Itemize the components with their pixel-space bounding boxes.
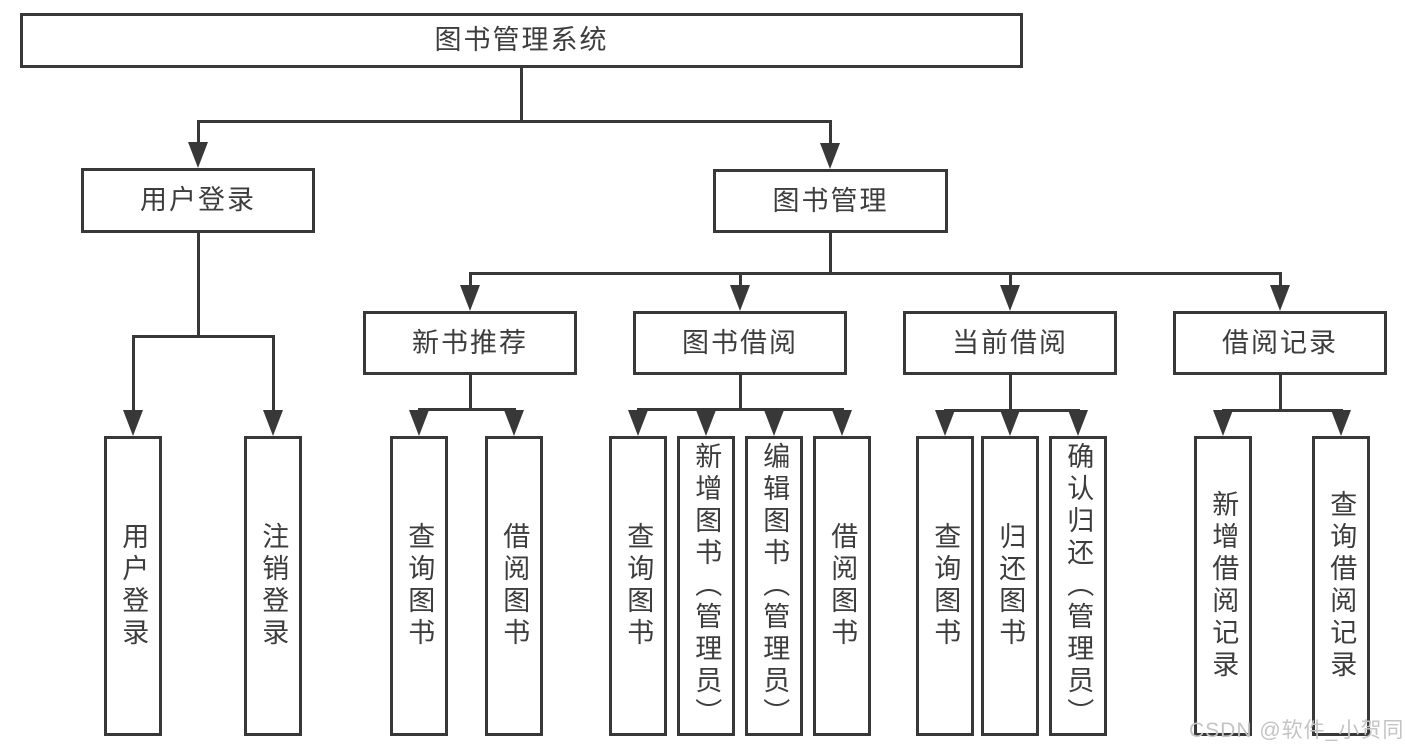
arrowhead xyxy=(1331,410,1351,436)
leaf-bb-edit-books-admin: 编辑图书（管理员） xyxy=(745,436,803,736)
arrowhead xyxy=(1068,410,1088,436)
arrowhead xyxy=(628,410,648,436)
arrowhead xyxy=(188,142,208,168)
leaf-cb-return-books: 归还图书 xyxy=(981,436,1039,736)
connector-current-borrow-stem xyxy=(1009,375,1012,412)
node-current-borrow: 当前借阅 xyxy=(903,311,1117,375)
connector-root-stem xyxy=(520,68,523,122)
connector-new-book-rec-split xyxy=(418,408,516,411)
arrowhead xyxy=(1270,285,1290,311)
leaf-bb-borrow-books: 借阅图书 xyxy=(813,436,871,736)
arrowhead xyxy=(764,410,784,436)
connector-new-book-rec-stem xyxy=(469,375,472,411)
connector-user-login-stem xyxy=(197,232,200,338)
leaf-logout: 注销登录 xyxy=(244,436,302,736)
leaf-bb-query-books: 查询图书 xyxy=(609,436,667,736)
connector-stem xyxy=(272,335,275,412)
connector-user-login-split xyxy=(132,335,275,338)
connector-book-mgmt-stem xyxy=(829,233,832,275)
connector-stem xyxy=(739,272,742,287)
arrowhead xyxy=(460,285,480,311)
leaf-rec-query-books: 查询图书 xyxy=(390,436,448,736)
connector-stem xyxy=(132,335,135,412)
connector-stem xyxy=(829,120,832,146)
leaf-cb-query-books: 查询图书 xyxy=(916,436,974,736)
arrowhead xyxy=(696,410,716,436)
arrowhead xyxy=(263,410,283,436)
arrowhead xyxy=(1213,410,1233,436)
arrowhead xyxy=(504,410,524,436)
arrowhead xyxy=(730,285,750,311)
leaf-br-add-record: 新增借阅记录 xyxy=(1194,436,1252,736)
connector-book-mgmt-split xyxy=(469,272,1282,275)
arrowhead xyxy=(1000,410,1020,436)
node-borrow-records: 借阅记录 xyxy=(1173,311,1387,375)
leaf-bb-add-books-admin: 新增图书（管理员） xyxy=(677,436,735,736)
connector-root-split xyxy=(197,120,832,123)
node-book-management: 图书管理 xyxy=(713,169,948,233)
connector-stem xyxy=(197,120,200,146)
leaf-user-login: 用户登录 xyxy=(104,436,162,736)
leaf-cb-confirm-return-admin: 确认归还（管理员） xyxy=(1049,436,1107,736)
node-user-login: 用户登录 xyxy=(81,168,315,233)
arrowhead xyxy=(832,410,852,436)
arrowhead xyxy=(820,143,840,169)
connector-book-borrow-stem xyxy=(739,375,742,411)
connector-stem xyxy=(1279,272,1282,287)
connector-stem xyxy=(1009,272,1012,287)
connector-stem xyxy=(469,272,472,287)
node-book-borrow: 图书借阅 xyxy=(633,311,847,375)
arrowhead xyxy=(409,410,429,436)
node-new-book-recommend: 新书推荐 xyxy=(363,311,577,375)
connector-book-borrow-split xyxy=(637,408,844,411)
arrowhead xyxy=(935,410,955,436)
arrowhead xyxy=(1000,285,1020,311)
arrowhead xyxy=(123,410,143,436)
node-root-system: 图书管理系统 xyxy=(20,13,1023,68)
csdn-watermark: CSDN @软件_小贺同学 xyxy=(1189,719,1405,742)
leaf-rec-borrow-books: 借阅图书 xyxy=(485,436,543,736)
leaf-br-query-record: 查询借阅记录 xyxy=(1312,436,1370,736)
connector-borrow-records-split xyxy=(1222,409,1343,412)
connector-borrow-records-stem xyxy=(1279,375,1282,412)
